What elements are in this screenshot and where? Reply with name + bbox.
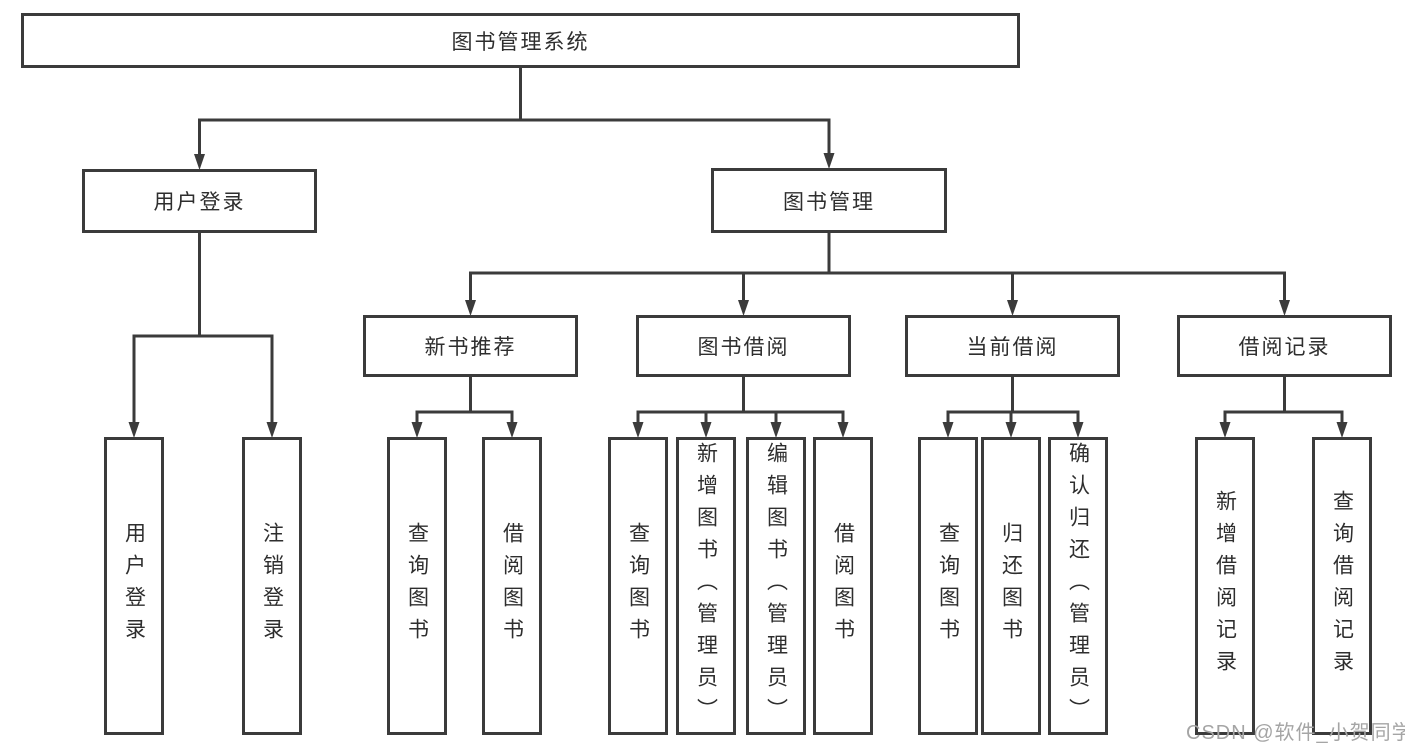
leaf-borrow-books-label: 借阅图书 bbox=[831, 522, 855, 650]
node-current-borrowing-label: 当前借阅 bbox=[966, 336, 1059, 359]
node-root-label: 图书管理系统 bbox=[451, 30, 590, 54]
node-book-borrowing: 图书借阅 bbox=[636, 315, 851, 377]
leaf-confirm-return-admin-label: 确认归还（管理员） bbox=[1066, 442, 1090, 730]
leaf-borrow-books-recommend-label: 借阅图书 bbox=[500, 522, 524, 650]
leaf-return-book: 归还图书 bbox=[981, 437, 1041, 735]
leaf-query-books-recommend-label: 查询图书 bbox=[405, 522, 429, 650]
leaf-logout-label: 注销登录 bbox=[260, 522, 284, 650]
leaf-query-borrow-record-label: 查询借阅记录 bbox=[1330, 490, 1354, 682]
node-book-management-label: 图书管理 bbox=[783, 190, 875, 214]
leaf-query-books-borrow-label: 查询图书 bbox=[626, 522, 650, 650]
leaf-add-book-admin: 新增图书（管理员） bbox=[676, 437, 736, 735]
leaf-query-books-borrow: 查询图书 bbox=[608, 437, 668, 735]
leaf-add-borrow-record-label: 新增借阅记录 bbox=[1213, 490, 1237, 682]
leaf-query-books-current: 查询图书 bbox=[918, 437, 978, 735]
leaf-add-book-admin-label: 新增图书（管理员） bbox=[694, 442, 718, 730]
leaf-borrow-books-recommend: 借阅图书 bbox=[482, 437, 542, 735]
leaf-add-borrow-record: 新增借阅记录 bbox=[1195, 437, 1255, 735]
node-user-login-label: 用户登录 bbox=[153, 191, 246, 214]
node-current-borrowing: 当前借阅 bbox=[905, 315, 1120, 377]
leaf-query-books-recommend: 查询图书 bbox=[387, 437, 447, 735]
watermark: CSDN @软件_小贺同学 bbox=[1186, 722, 1405, 744]
leaf-logout: 注销登录 bbox=[242, 437, 302, 735]
node-new-book-recommend: 新书推荐 bbox=[363, 315, 578, 377]
leaf-borrow-books: 借阅图书 bbox=[813, 437, 873, 735]
node-user-login: 用户登录 bbox=[82, 169, 317, 233]
leaf-confirm-return-admin: 确认归还（管理员） bbox=[1048, 437, 1108, 735]
leaf-user-login-label: 用户登录 bbox=[122, 522, 146, 650]
node-book-borrowing-label: 图书借阅 bbox=[697, 336, 790, 359]
leaf-query-books-current-label: 查询图书 bbox=[936, 522, 960, 650]
node-root: 图书管理系统 bbox=[21, 13, 1020, 68]
leaf-query-borrow-record: 查询借阅记录 bbox=[1312, 437, 1372, 735]
node-borrow-records: 借阅记录 bbox=[1177, 315, 1392, 377]
leaf-edit-book-admin: 编辑图书（管理员） bbox=[746, 437, 806, 735]
leaf-user-login: 用户登录 bbox=[104, 437, 164, 735]
node-borrow-records-label: 借阅记录 bbox=[1238, 336, 1331, 359]
node-book-management: 图书管理 bbox=[711, 168, 947, 233]
leaf-edit-book-admin-label: 编辑图书（管理员） bbox=[764, 442, 788, 730]
node-new-book-recommend-label: 新书推荐 bbox=[424, 336, 517, 359]
leaf-return-book-label: 归还图书 bbox=[999, 522, 1023, 650]
